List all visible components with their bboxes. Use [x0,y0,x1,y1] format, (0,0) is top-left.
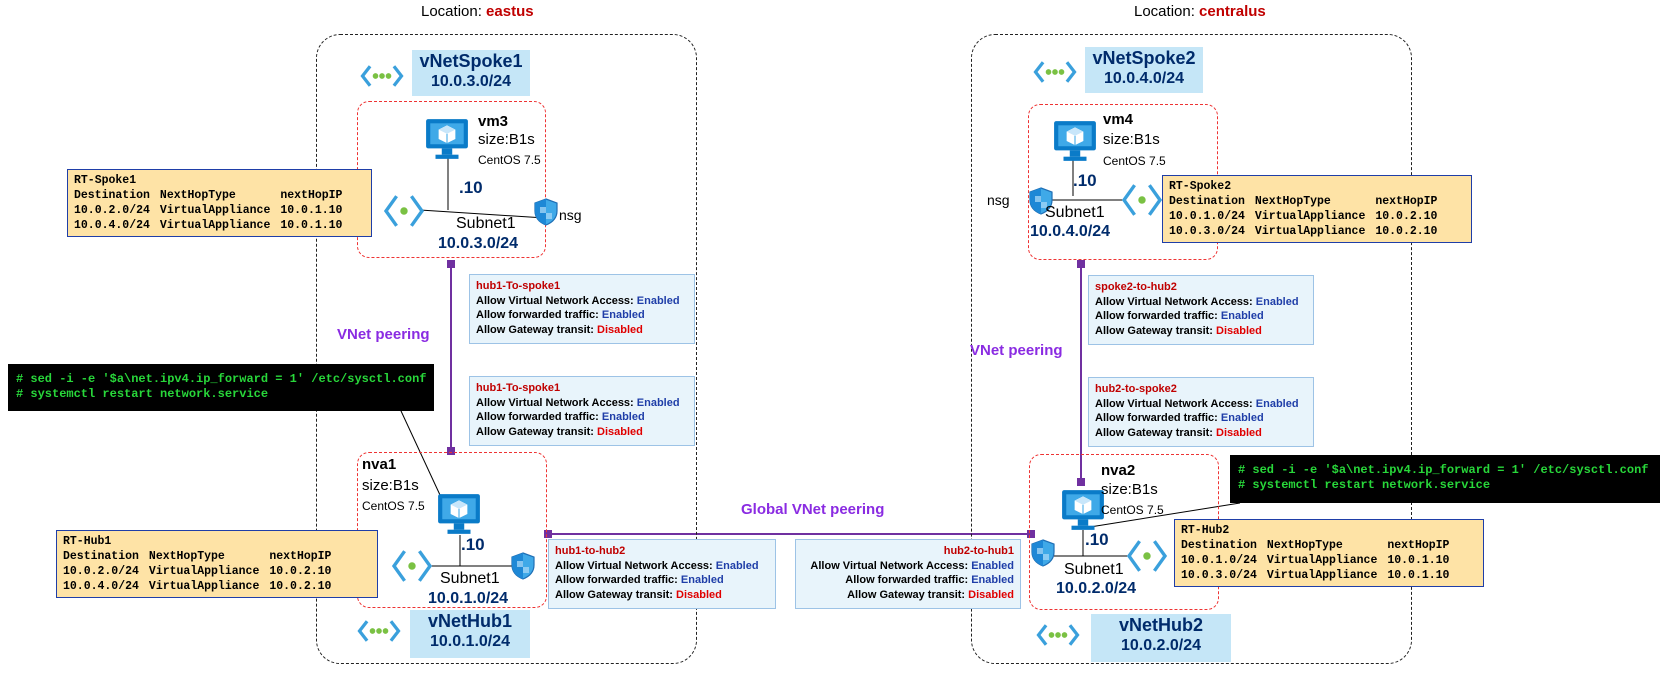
nsg-label-vm3: nsg [559,207,582,223]
subnet-cidr-vm3: 10.0.3.0/24 [438,235,519,252]
vm-monitor-icon [436,492,482,536]
shield-icon [510,551,536,581]
location-label-central: Location: centralus [1134,3,1266,20]
subnet-cidr-nva2: 10.0.2.0/24 [1056,580,1137,597]
vm-ip-nva2: .10 [1085,530,1109,549]
terminal-commands-nva1: # sed -i -e '$a\net.ipv4.ip_forward = 1'… [8,364,434,411]
subnet-name-vm3: Subnet1 [456,215,516,232]
subnet-icon [382,193,426,229]
subnet-icon [390,548,434,584]
subnet-name-vm4: Subnet1 [1045,204,1105,221]
subnet-icon [1120,182,1164,218]
route-table-title: RT-Spoke1 [74,174,137,187]
vm-os-nva2: CentOS 7.5 [1101,503,1164,517]
peering-box-spoke2-to-hub2: spoke2-to-hub2 Allow Virtual Network Acc… [1088,275,1314,345]
route-table-title: RT-Hub2 [1181,524,1230,537]
peering-box-hub1-to-spoke1-a: hub1-To-spoke1 Allow Virtual Network Acc… [469,274,695,344]
subnet-cidr-vm4: 10.0.4.0/24 [1030,223,1111,240]
vm-name-nva1: nva1 [362,456,397,473]
vnet-icon [1033,59,1077,85]
subnet-name-nva2: Subnet1 [1064,561,1124,578]
location-name-central: centralus [1199,3,1266,20]
vm-monitor-icon [1052,119,1098,163]
vm-monitor-icon [424,117,470,161]
terminal-commands-nva2: # sed -i -e '$a\net.ipv4.ip_forward = 1'… [1230,455,1660,503]
vm-ip-nva1: .10 [461,535,485,554]
vnet-peering-label-east: VNet peering [337,326,430,343]
subnet-name-nva1: Subnet1 [440,570,500,587]
vm-size-nva2: size:B1s [1101,481,1158,498]
vm-name-vm4: vm4 [1103,111,1134,128]
vm-os-nva1: CentOS 7.5 [362,499,425,513]
vm-os-vm4: CentOS 7.5 [1103,154,1166,168]
vnet-icon [360,63,404,89]
vm-monitor-icon [1060,488,1106,532]
vm-ip-vm3: .10 [459,178,483,197]
peering-box-hub1-to-hub2: hub1-to-hub2 Allow Virtual Network Acces… [548,539,776,609]
route-table-title: RT-Spoke2 [1169,180,1232,193]
vm-size-vm4: size:B1s [1103,131,1160,148]
region-centralus [971,34,1412,664]
peering-box-hub2-to-spoke2: hub2-to-spoke2 Allow Virtual Network Acc… [1088,377,1314,447]
vm-name-vm3: vm3 [478,113,509,130]
vm-name-nva2: nva2 [1101,462,1136,479]
vnet-icon [357,618,401,644]
shield-icon [1030,538,1056,568]
vnet-peering-label-central: VNet peering [970,342,1063,359]
global-vnet-peering-label: Global VNet peering [741,501,885,518]
nsg-label-vm4: nsg [987,192,1010,208]
subnet-cidr-nva1: 10.0.1.0/24 [428,590,509,607]
vm-size-nva1: size:B1s [362,477,419,494]
vnet-icon [1036,622,1080,648]
route-table-title: RT-Hub1 [63,535,112,548]
shield-icon [533,197,559,227]
peering-box-hub1-to-spoke1-b: hub1-To-spoke1 Allow Virtual Network Acc… [469,376,695,446]
location-label-east: Location: eastus [421,3,534,20]
location-name-east: eastus [486,3,534,20]
peering-box-hub2-to-hub1: hub2-to-hub1 Allow Virtual Network Acces… [795,539,1021,609]
vm-ip-vm4: .10 [1073,171,1097,190]
vm-size-vm3: size:B1s [478,131,535,148]
region-eastus [316,34,697,664]
vm-os-vm3: CentOS 7.5 [478,153,541,167]
subnet-icon [1125,538,1169,574]
